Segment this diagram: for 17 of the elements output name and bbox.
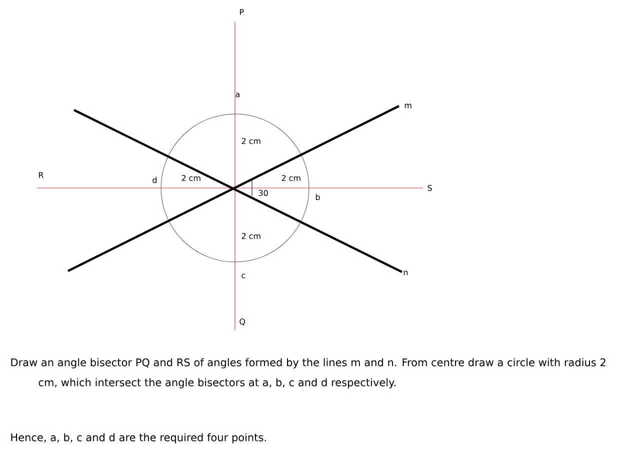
- line-label: n: [404, 270, 408, 276]
- length-label: 2 cm: [242, 232, 260, 240]
- point-label: d: [152, 176, 157, 184]
- length-label: 2 cm: [242, 138, 260, 144]
- point-label: P: [240, 9, 244, 15]
- point-label: c: [242, 274, 246, 278]
- instruction-text: Draw an angle bisector PQ and RS of angles formed by the lines m and n. From centre draw a circle with radius 2 cm, which intersect the angle bisectors at a, b, c and d respectively.: [11, 358, 606, 388]
- length-label: 2 cm: [282, 174, 300, 182]
- conclusion-text: Hence, a, b, c and d are the required four points.: [11, 433, 266, 444]
- point-label: Q: [240, 318, 246, 326]
- angle-label: 30: [258, 190, 268, 196]
- length-label: 2 cm: [182, 174, 200, 182]
- point-label: S: [428, 184, 432, 192]
- point-label: a: [236, 92, 240, 98]
- point-label: b: [316, 194, 320, 200]
- point-label: R: [39, 172, 44, 178]
- line-label: m: [404, 104, 412, 108]
